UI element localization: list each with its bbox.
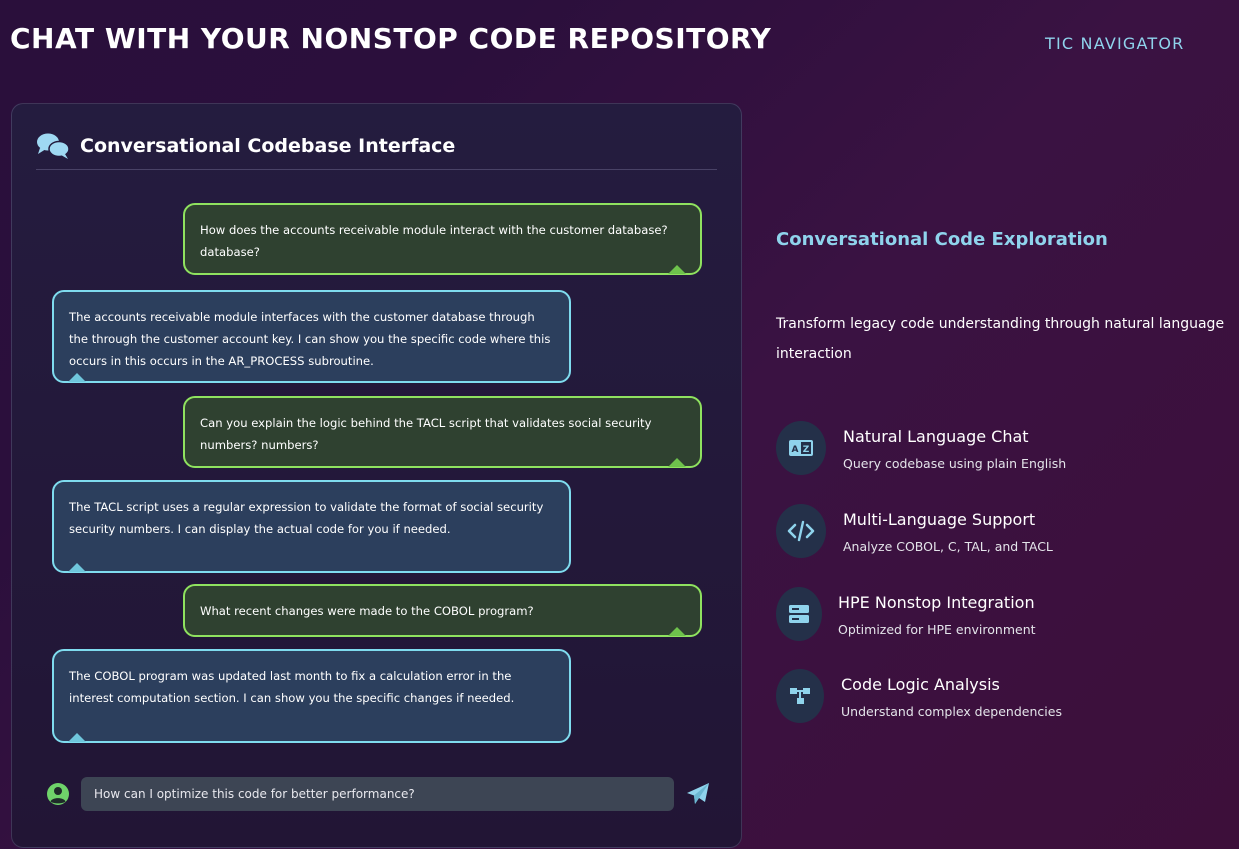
- message-text: The COBOL program was updated last month…: [69, 669, 515, 705]
- bubble-tail: [68, 563, 86, 572]
- message-text: How does the accounts receivable module …: [200, 223, 668, 259]
- chat-composer: [46, 777, 722, 811]
- chat-panel-header: Conversational Codebase Interface: [36, 132, 717, 170]
- message-text: What recent changes were made to the COB…: [200, 604, 534, 618]
- paper-plane-icon: [687, 783, 709, 804]
- svg-text:A: A: [792, 445, 799, 455]
- feature-subtitle: Optimized for HPE environment: [838, 622, 1036, 637]
- feature-item: Code Logic Analysis Understand complex d…: [776, 669, 1062, 723]
- page-title: CHAT WITH YOUR NONSTOP CODE REPOSITORY: [10, 22, 772, 55]
- user-message: How does the accounts receivable module …: [183, 203, 702, 275]
- feature-subtitle: Understand complex dependencies: [841, 704, 1062, 719]
- user-message: Can you explain the logic behind the TAC…: [183, 396, 702, 468]
- code-icon: [776, 504, 826, 558]
- bot-message: The COBOL program was updated last month…: [52, 649, 571, 743]
- chat-input[interactable]: [81, 777, 674, 811]
- feature-title: HPE Nonstop Integration: [838, 593, 1035, 612]
- language-icon: A Z: [776, 421, 826, 475]
- user-avatar-icon: [46, 782, 70, 806]
- send-button[interactable]: [685, 781, 711, 807]
- svg-text:Z: Z: [803, 445, 810, 455]
- chat-panel-title: Conversational Codebase Interface: [80, 135, 456, 157]
- feature-title: Multi-Language Support: [843, 510, 1036, 529]
- user-message: What recent changes were made to the COB…: [183, 584, 702, 637]
- features-description: Transform legacy code understanding thro…: [776, 316, 1225, 362]
- sitemap-icon: [776, 669, 824, 723]
- message-text: The accounts receivable module interface…: [69, 310, 551, 368]
- server-icon: [776, 587, 822, 641]
- feature-item: A Z Natural Language Chat Query codebase…: [776, 421, 1066, 475]
- bubble-tail: [668, 458, 686, 467]
- brand-name[interactable]: TIC NAVIGATOR: [1045, 34, 1185, 53]
- comments-icon: [36, 132, 72, 160]
- bot-message: The accounts receivable module interface…: [52, 290, 571, 383]
- bubble-tail: [668, 627, 686, 636]
- feature-subtitle: Analyze COBOL, C, TAL, and TACL: [843, 539, 1053, 554]
- message-text: Can you explain the logic behind the TAC…: [200, 416, 652, 452]
- feature-subtitle: Query codebase using plain English: [843, 456, 1067, 471]
- features-heading: Conversational Code Exploration: [776, 229, 1108, 250]
- bubble-tail: [68, 373, 86, 382]
- feature-item: Multi-Language Support Analyze COBOL, C,…: [776, 504, 1053, 558]
- feature-title: Natural Language Chat: [843, 427, 1029, 446]
- chat-panel: Conversational Codebase Interface How do…: [11, 103, 742, 848]
- message-text: The TACL script uses a regular expressio…: [69, 500, 544, 536]
- bubble-tail: [668, 265, 686, 274]
- feature-title: Code Logic Analysis: [841, 675, 1000, 694]
- bot-message: The TACL script uses a regular expressio…: [52, 480, 571, 573]
- bubble-tail: [68, 733, 86, 742]
- feature-item: HPE Nonstop Integration Optimized for HP…: [776, 587, 1036, 641]
